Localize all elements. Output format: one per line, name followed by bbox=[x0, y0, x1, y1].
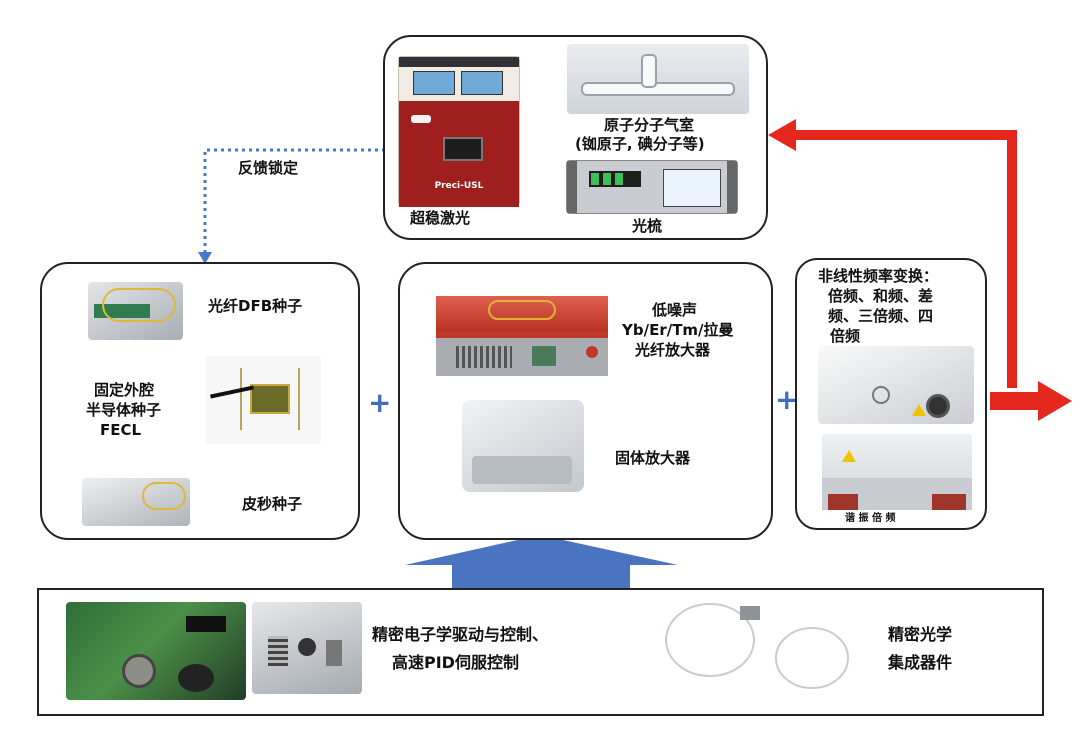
nonlinear-title-line3: 频、三倍频、四 bbox=[828, 307, 934, 325]
electronics-label-line2: 高速PID伺服控制 bbox=[392, 653, 519, 672]
ultrastable-laser-label: 超稳激光 bbox=[410, 209, 471, 227]
ultrastable-device-brand: Preci-USL bbox=[434, 181, 484, 191]
electronics-label-line1: 精密电子学驱动与控制、 bbox=[372, 625, 549, 644]
low-noise-label-line2: Yb/Er/Tm/拉曼 bbox=[622, 321, 734, 339]
loop-arrowhead bbox=[768, 119, 796, 151]
feedback-arrowhead bbox=[198, 252, 212, 264]
plus-sign-right: + bbox=[775, 383, 799, 416]
picosecond-seed-photo bbox=[82, 478, 190, 526]
fecl-label-line2: 半导体种子 bbox=[86, 401, 162, 419]
frequency-doubler-photo bbox=[818, 346, 974, 424]
fiber-coil-left bbox=[665, 603, 755, 677]
fecl-label-line1: 固定外腔 bbox=[94, 381, 155, 399]
output-loop-line bbox=[790, 130, 1017, 388]
resonant-doubler-photo bbox=[822, 434, 972, 510]
resonant-doubler-label: 谐 振 倍 频 bbox=[845, 513, 896, 524]
feedback-lock-label: 反馈锁定 bbox=[238, 159, 299, 177]
fiber-dfb-photo bbox=[88, 282, 183, 340]
nonlinear-title-line1: 非线性频率变换： bbox=[818, 267, 939, 285]
optical-comb-label: 光梳 bbox=[632, 217, 663, 235]
atomic-cell-photo bbox=[567, 44, 749, 114]
ultrastable-laser-photo: Preci-USL bbox=[398, 56, 520, 207]
plus-sign-left: + bbox=[368, 386, 392, 419]
support-arrow bbox=[405, 535, 678, 588]
controller-device-photo bbox=[252, 602, 362, 694]
fiber-dfb-label: 光纤DFB种子 bbox=[208, 297, 303, 315]
fecl-photo bbox=[206, 356, 321, 444]
optical-comb-photo bbox=[566, 160, 738, 214]
output-stem bbox=[990, 392, 1038, 410]
solid-state-amplifier-photo bbox=[462, 400, 584, 492]
fiber-amplifier-photo bbox=[436, 296, 608, 376]
low-noise-label-line3: 光纤放大器 bbox=[635, 341, 711, 359]
low-noise-label-line1: 低噪声 bbox=[652, 301, 698, 319]
circuit-board-photo bbox=[66, 602, 246, 700]
solid-state-label: 固体放大器 bbox=[615, 449, 691, 467]
fiber-coupler bbox=[740, 606, 760, 620]
fiber-coil-right bbox=[775, 627, 849, 689]
nonlinear-title-line2: 倍频、和频、差 bbox=[828, 287, 934, 305]
optics-label-line2: 集成器件 bbox=[888, 653, 953, 672]
picosecond-seed-label: 皮秒种子 bbox=[242, 495, 303, 513]
fecl-label-line3: FECL bbox=[100, 421, 142, 439]
atomic-cell-label-line2: (铷原子, 碘分子等) bbox=[575, 135, 705, 153]
output-arrowhead bbox=[1038, 381, 1072, 421]
optics-label-line1: 精密光学 bbox=[888, 625, 953, 644]
atomic-cell-label-line1: 原子分子气室 bbox=[604, 116, 695, 134]
nonlinear-title-line4: 倍频 bbox=[830, 327, 861, 345]
